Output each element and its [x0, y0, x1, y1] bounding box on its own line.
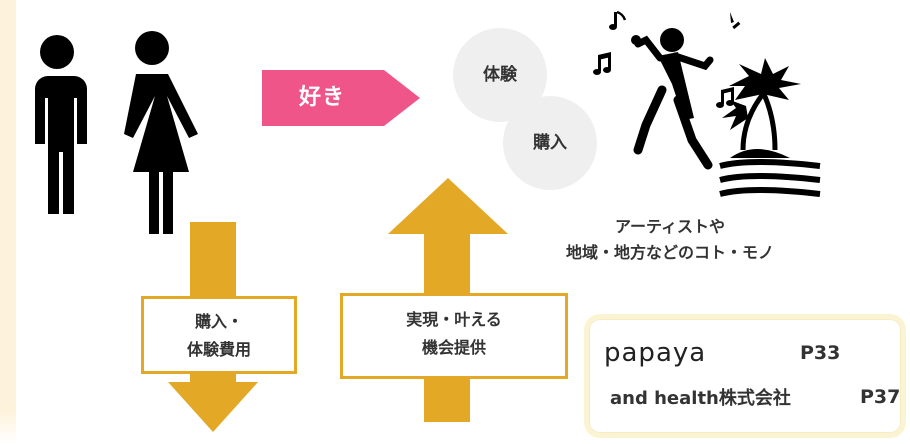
company-andhealth-page: P37 — [860, 386, 901, 408]
man-icon — [35, 35, 87, 214]
down-arrow-line2: 体験費用 — [186, 340, 251, 359]
background-tint — [0, 0, 16, 412]
up-arrow-line1: 実現・叶える — [406, 310, 502, 329]
circles-group — [453, 28, 597, 190]
company-papaya-name: papaya — [604, 338, 707, 368]
target-caption-line1: アーティストや — [614, 217, 726, 236]
company-papaya-page: P33 — [800, 342, 841, 364]
suki-arrow — [262, 70, 420, 126]
suki-label: 好き — [298, 85, 345, 110]
down-arrow-text: 購入・ 体験費用 — [141, 308, 297, 364]
woman-icon — [124, 31, 198, 234]
down-arrow-box — [141, 296, 297, 374]
background-tint-fade — [0, 412, 16, 444]
taiken-label: 体験 — [483, 65, 517, 85]
kounyu-circle — [503, 96, 597, 190]
taiken-circle — [453, 28, 547, 122]
music-note-icon — [593, 10, 741, 108]
target-caption-line2: 地域・地方などのコト・モノ — [565, 243, 774, 262]
palm-island-icon — [719, 58, 821, 197]
people-group — [35, 31, 198, 234]
singer-icon — [631, 28, 714, 170]
kounyu-label: 購入 — [533, 133, 567, 153]
company-andhealth-name: and health株式会社 — [610, 388, 791, 409]
up-arrow-line2: 機会提供 — [421, 338, 486, 357]
target-illustration — [593, 10, 821, 197]
company-reference-box — [584, 314, 906, 438]
down-arrow-line1: 購入・ — [194, 312, 243, 331]
up-arrow-text: 実現・叶える 機会提供 — [340, 306, 568, 362]
target-caption: アーティストや 地域・地方などのコト・モノ — [520, 214, 820, 266]
up-arrow-box — [340, 293, 568, 379]
